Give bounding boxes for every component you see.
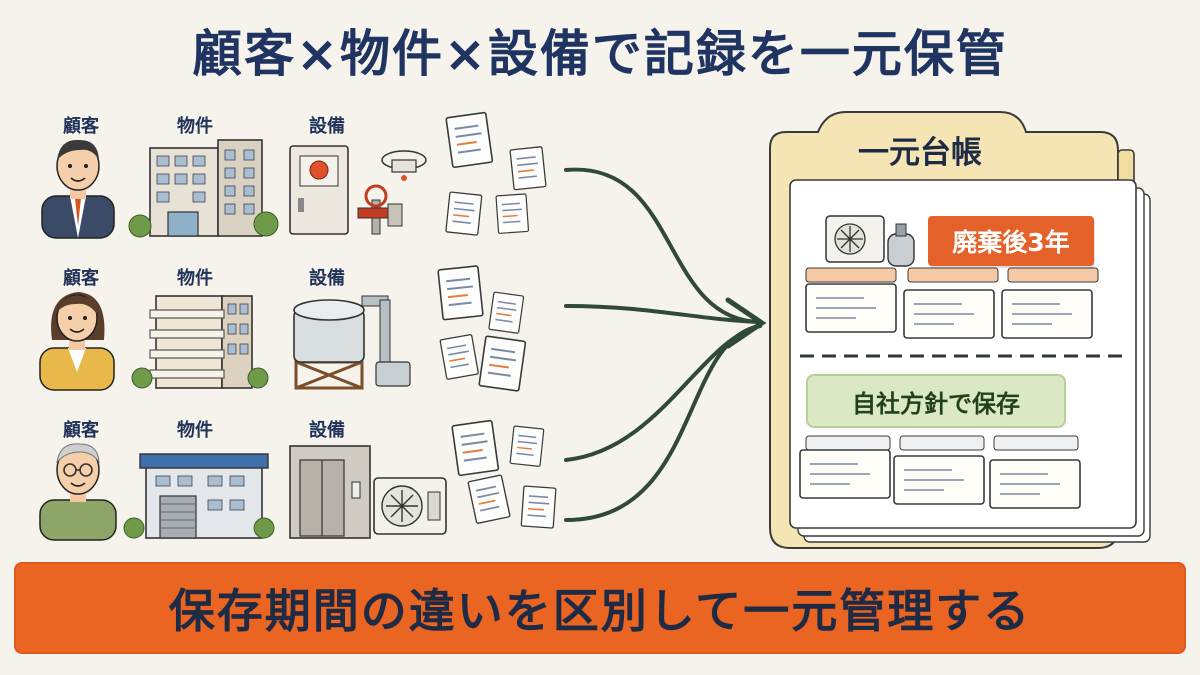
page-title: 顧客×物件×設備で記録を一元保管 (192, 25, 1008, 83)
row1-sprinkler-valve-icon (357, 184, 403, 235)
row1-documents-icon (445, 111, 547, 236)
row2-equipment-label: 設備 (309, 268, 345, 289)
row3-customer-avatar (39, 443, 117, 541)
row3-equipment-label: 設備 (309, 420, 345, 441)
retention-3-years-badge: 廃棄後3年 (928, 216, 1094, 266)
company-policy-retention-badge: 自社方針で保存 (806, 374, 1066, 428)
ledger-gas-cylinder-icon (887, 223, 915, 267)
row3-documents-icon (451, 419, 557, 529)
row1-property-label: 物件 (177, 116, 213, 137)
row3-air-conditioner-icon (373, 477, 447, 535)
row2-apartment-building-icon (131, 295, 269, 389)
footer-banner: 保存期間の違いを区別して一元管理する (14, 562, 1186, 654)
ledger-title: 一元台帳 (858, 135, 982, 171)
ledger-ac-unit-icon (825, 215, 885, 263)
row3-customer-label: 顧客 (63, 420, 99, 441)
ledger-top-record-cards (805, 267, 1099, 339)
row2-water-tank-icon (293, 295, 411, 390)
row1-fire-alarm-panel-icon (289, 145, 349, 235)
row2-property-label: 物件 (177, 268, 213, 289)
row1-office-building-icon (128, 139, 279, 238)
row1-equipment-label: 設備 (309, 116, 345, 137)
ledger-bottom-record-cards (799, 435, 1081, 509)
row1-smoke-detector-icon (381, 150, 427, 181)
row3-property-label: 物件 (177, 420, 213, 441)
row1-customer-label: 顧客 (63, 116, 99, 137)
converging-arrows (564, 167, 767, 522)
footer-banner-text: 保存期間の違いを区別して一元管理する (168, 584, 1032, 638)
row2-customer-label: 顧客 (63, 268, 99, 289)
row3-elevator-icon (289, 445, 371, 539)
row2-documents-icon (437, 264, 527, 393)
row1-customer-avatar (41, 139, 115, 239)
row2-customer-avatar (39, 292, 115, 391)
row3-factory-building-icon (123, 453, 275, 539)
